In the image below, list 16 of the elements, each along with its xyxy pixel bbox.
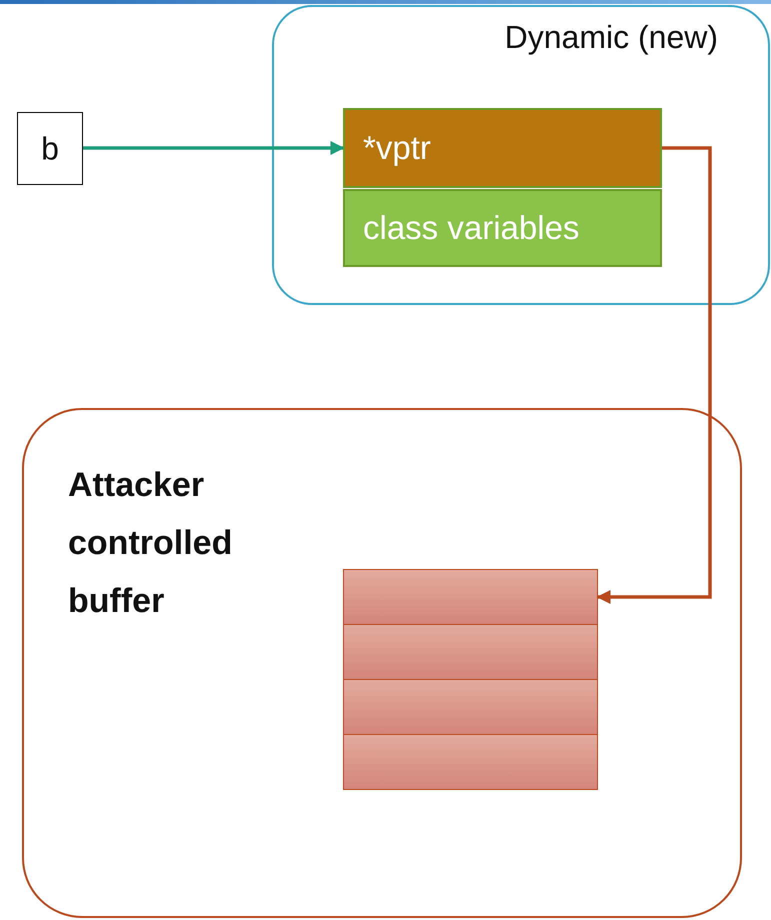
arrow <box>83 141 344 155</box>
buffer-slot <box>343 624 598 680</box>
variable-box <box>17 112 83 185</box>
region-title: Dynamic (new) <box>504 19 718 56</box>
buffer-slot <box>343 569 598 625</box>
object-field <box>343 189 662 267</box>
field-label: class variables <box>363 209 580 247</box>
object-field <box>343 108 662 188</box>
arrow <box>596 146 712 604</box>
buffer-slot <box>343 679 598 735</box>
variable-name: b <box>40 130 60 167</box>
buffer-slot <box>343 734 598 790</box>
memory-region <box>272 5 770 305</box>
memory-region <box>22 408 742 918</box>
field-label: *vptr <box>363 129 431 167</box>
region-title: Attacker controlled buffer <box>68 465 234 622</box>
